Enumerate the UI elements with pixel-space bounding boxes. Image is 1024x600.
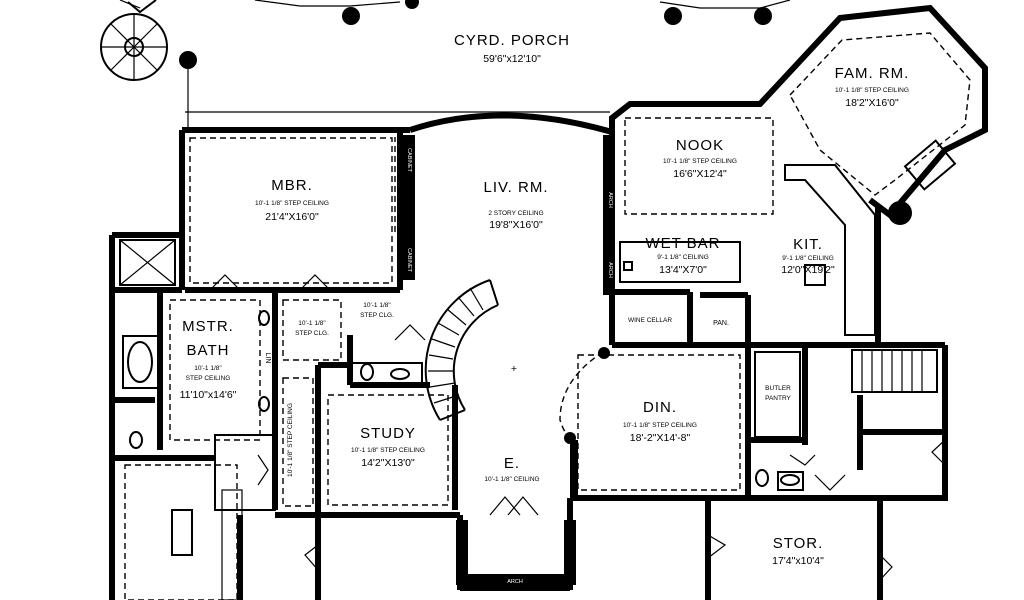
- svg-text:10'-1 1/8" STEP CEILING: 10'-1 1/8" STEP CEILING: [623, 422, 697, 429]
- svg-text:10'-1 1/8" CEILING: 10'-1 1/8" CEILING: [484, 476, 539, 483]
- room-label-study: STUDY 10'-1 1/8" STEP CEILING 14'2"X13'0…: [351, 425, 425, 469]
- porch-column: [664, 7, 682, 25]
- svg-text:10'-1 1/8": 10'-1 1/8": [194, 365, 222, 372]
- room-label-entry: E. 10'-1 1/8" CEILING: [484, 455, 539, 483]
- room-label-kit: KIT. 9'-1 1/8" CEILING 12'0"X19'2": [781, 236, 835, 276]
- room-label-closet-1: 10'-1 1/8" STEP CLG.: [295, 320, 329, 337]
- svg-text:CABINET: CABINET: [406, 248, 412, 272]
- room-label-butler: BUTLER PANTRY: [765, 385, 791, 402]
- interior-lines: [119, 32, 971, 600]
- svg-text:14'2"X13'0": 14'2"X13'0": [361, 457, 415, 469]
- svg-text:18'2"X16'0": 18'2"X16'0": [845, 97, 899, 109]
- svg-text:16'6"X12'4": 16'6"X12'4": [673, 168, 727, 180]
- svg-text:BATH: BATH: [187, 342, 230, 359]
- walls: [109, 4, 988, 600]
- svg-text:STEP CLG.: STEP CLG.: [295, 330, 329, 337]
- room-label-livrm: LIV. RM. 2 STORY CEILING 19'8"X16'0": [484, 179, 549, 231]
- room-label-famrm: FAM. RM. 10'-1 1/8" STEP CEILING 18'2"X1…: [835, 65, 910, 109]
- svg-text:9'-1 1/8" CEILING: 9'-1 1/8" CEILING: [657, 254, 709, 261]
- svg-text:10'-1 1/8": 10'-1 1/8": [363, 302, 391, 309]
- spiral-staircase: [100, 0, 168, 81]
- svg-text:CABINET: CABINET: [406, 148, 412, 172]
- svg-text:10'-1 1/8" STEP CEILING: 10'-1 1/8" STEP CEILING: [663, 158, 737, 165]
- svg-text:CYRD. PORCH: CYRD. PORCH: [454, 32, 570, 49]
- svg-text:PAN.: PAN.: [713, 320, 729, 327]
- svg-text:10'-1 1/8" STEP CEILING: 10'-1 1/8" STEP CEILING: [255, 200, 329, 207]
- svg-text:18'-2"X14'-8": 18'-2"X14'-8": [630, 432, 691, 444]
- svg-text:21'4"X16'0": 21'4"X16'0": [265, 211, 319, 223]
- svg-text:10'-1 1/8" STEP CEILING: 10'-1 1/8" STEP CEILING: [287, 403, 294, 477]
- svg-text:10'-1 1/8" STEP CEILING: 10'-1 1/8" STEP CEILING: [835, 87, 909, 94]
- svg-text:WINE CELLAR: WINE CELLAR: [628, 317, 672, 324]
- svg-text:MBR.: MBR.: [271, 177, 313, 194]
- svg-text:ARCH: ARCH: [607, 262, 613, 278]
- svg-text:12'0"X19'2": 12'0"X19'2": [781, 264, 835, 276]
- svg-text:WET BAR: WET BAR: [645, 235, 720, 252]
- svg-text:FAM. RM.: FAM. RM.: [835, 65, 910, 82]
- svg-text:LIV. RM.: LIV. RM.: [484, 179, 549, 196]
- porch-column: [342, 7, 360, 25]
- svg-text:MSTR.: MSTR.: [182, 318, 234, 335]
- grand-staircase: +: [424, 279, 610, 444]
- svg-text:E.: E.: [504, 455, 520, 472]
- svg-text:17'4"x10'4": 17'4"x10'4": [772, 555, 824, 567]
- cabinets: CABINET CABINET ARCH ARCH ARCH LIN 10'-1…: [264, 135, 615, 586]
- svg-text:STEP CEILING: STEP CEILING: [186, 375, 231, 382]
- svg-text:ARCH: ARCH: [607, 192, 613, 208]
- room-label-winecellar: WINE CELLAR: [628, 317, 672, 324]
- porch-column: [754, 7, 772, 25]
- svg-text:LIN: LIN: [264, 353, 271, 364]
- svg-text:+: +: [511, 363, 517, 375]
- svg-text:9'-1 1/8" CEILING: 9'-1 1/8" CEILING: [782, 255, 834, 262]
- room-label-wetbar: WET BAR 9'-1 1/8" CEILING 13'4"X7'0": [645, 235, 720, 276]
- room-label-closet-2: 10'-1 1/8" STEP CLG.: [360, 302, 394, 319]
- svg-text:59'6"x12'10": 59'6"x12'10": [483, 53, 541, 65]
- svg-text:13'4"X7'0": 13'4"X7'0": [659, 264, 707, 276]
- svg-text:STUDY: STUDY: [360, 425, 416, 442]
- svg-text:ARCH: ARCH: [507, 579, 523, 585]
- room-label-porch: CYRD. PORCH 59'6"x12'10": [454, 32, 570, 65]
- svg-text:STEP CLG.: STEP CLG.: [360, 312, 394, 319]
- svg-text:DIN.: DIN.: [643, 399, 677, 416]
- svg-text:19'8"X16'0": 19'8"X16'0": [489, 219, 543, 231]
- svg-text:NOOK: NOOK: [676, 137, 724, 154]
- svg-text:BUTLER: BUTLER: [765, 385, 791, 392]
- svg-text:10'-1 1/8": 10'-1 1/8": [298, 320, 326, 327]
- svg-text:2 STORY CEILING: 2 STORY CEILING: [488, 210, 543, 217]
- svg-text:PANTRY: PANTRY: [765, 395, 791, 402]
- room-label-pan: PAN.: [713, 320, 729, 327]
- room-label-nook: NOOK 10'-1 1/8" STEP CEILING 16'6"X12'4": [663, 137, 737, 180]
- porch-column: [405, 0, 419, 9]
- room-label-mbr: MBR. 10'-1 1/8" STEP CEILING 21'4"X16'0": [255, 177, 329, 223]
- svg-text:KIT.: KIT.: [793, 236, 823, 253]
- svg-text:11'10"x14'6": 11'10"x14'6": [180, 389, 237, 401]
- svg-text:STOR.: STOR.: [773, 535, 824, 552]
- room-label-stor: STOR. 17'4"x10'4": [772, 535, 824, 567]
- doors: [209, 274, 946, 581]
- porch-area: [100, 0, 791, 128]
- room-label-din: DIN. 10'-1 1/8" STEP CEILING 18'-2"X14'-…: [623, 399, 697, 444]
- room-label-mstrbath: MSTR. BATH 10'-1 1/8" STEP CEILING 11'10…: [180, 318, 237, 401]
- svg-text:10'-1 1/8" STEP CEILING: 10'-1 1/8" STEP CEILING: [351, 447, 425, 454]
